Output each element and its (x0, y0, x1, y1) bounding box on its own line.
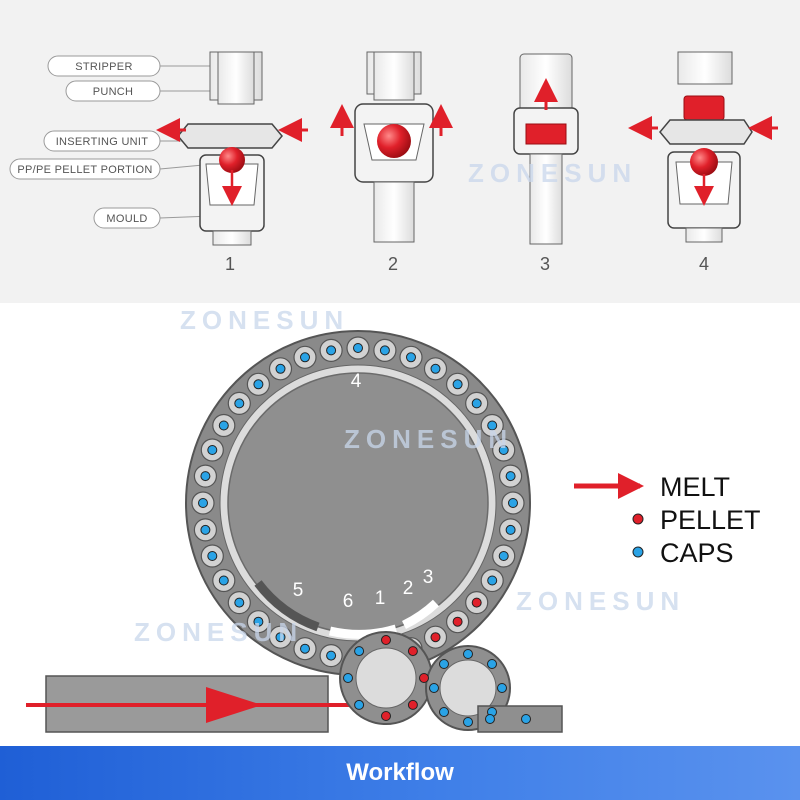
cap-dot (234, 398, 245, 409)
callout-inserting-unit-label: INSERTING UNIT (56, 136, 149, 148)
callout-stripper: STRIPPER (47, 55, 218, 77)
cap-dot (463, 717, 473, 727)
pellet-dot (407, 699, 418, 710)
step-1-illustration: 1 (156, 51, 308, 274)
callout-inserting-unit: INSERTING UNIT (43, 130, 200, 152)
cap-dot (275, 363, 286, 374)
cap-dot (439, 659, 449, 669)
cap-dot (253, 379, 264, 390)
pellet-dot (471, 597, 482, 608)
footer-title: Workflow (346, 759, 454, 786)
cap-dot (354, 646, 365, 657)
station-3: 3 (423, 567, 434, 588)
cap-dot (439, 707, 449, 717)
pellet-dot (430, 632, 441, 643)
callout-pellet-portion-label: PP/PE PELLET PORTION (17, 164, 152, 176)
callout-punch-label: PUNCH (93, 86, 134, 98)
legend-caps: CAPS (660, 538, 734, 568)
cap-dot (207, 551, 218, 561)
cap-dot (253, 616, 264, 627)
legend-caps-icon (632, 546, 644, 558)
rotary-wheel-diagram: 4 5 6 1 2 3 MELT PELLET CAPS ZONESUN ZON… (26, 305, 761, 733)
cap-dot (487, 420, 498, 431)
callout-punch: PUNCH (65, 80, 232, 102)
star-wheel-dots (343, 635, 531, 727)
callout-mould-label: MOULD (106, 213, 147, 225)
cap-dot (379, 345, 390, 356)
cap-dot (497, 683, 507, 693)
step-number-3: 3 (540, 254, 550, 274)
watermark: ZONESUN (516, 586, 685, 616)
step-4-illustration: 4 (628, 51, 778, 274)
process-steps-diagram: STRIPPER PUNCH INSERTING UNIT PP/PE PELL… (9, 51, 778, 274)
watermark: ZONESUN (344, 424, 513, 454)
cap-dot (463, 649, 473, 659)
cap-dot (218, 420, 229, 431)
station-4: 4 (351, 371, 362, 392)
callout-mould: MOULD (93, 207, 213, 229)
process-steps-panel: STRIPPER PUNCH INSERTING UNIT PP/PE PELL… (0, 0, 800, 303)
cap-dot (200, 524, 211, 535)
pellet-dot (419, 673, 429, 683)
cap-dot (326, 650, 337, 661)
callout-pellet-portion: PP/PE PELLET PORTION (9, 158, 215, 180)
cap-dot (505, 471, 516, 482)
cap-dot (198, 498, 208, 508)
step-3-illustration: 3 (513, 53, 579, 274)
pellet-ball (219, 147, 245, 173)
step-number-4: 4 (699, 254, 709, 274)
cap-dot (354, 699, 365, 710)
footer-banner: Workflow (0, 746, 800, 800)
watermark: ZONESUN (134, 617, 303, 647)
cap-dot (487, 659, 497, 669)
cap-dot (200, 471, 211, 482)
legend-pellet: PELLET (660, 505, 761, 535)
cap-dot (343, 673, 353, 683)
cap-dot (508, 498, 518, 508)
rotary-workflow-panel: 4 5 6 1 2 3 MELT PELLET CAPS ZONESUN ZON… (0, 303, 800, 746)
pellet-ball (690, 148, 718, 176)
cap-dot (498, 445, 509, 455)
cap-dot (234, 597, 245, 608)
legend-pellet-icon (632, 513, 644, 525)
cap-dot (521, 714, 531, 724)
pellet-dot (381, 635, 391, 645)
cap-dot (452, 379, 463, 390)
star-wheel-1 (339, 631, 433, 725)
cap-dot (275, 632, 286, 643)
cap-dot (471, 398, 482, 409)
station-1: 1 (375, 588, 386, 609)
pellet-dot (452, 616, 463, 627)
legend-melt: MELT (660, 472, 730, 502)
watermark: ZONESUN (468, 158, 637, 188)
cap-dot (498, 551, 509, 561)
station-6: 6 (343, 591, 354, 612)
cap-dot (505, 524, 516, 535)
melt-arrow (206, 687, 262, 723)
cap-dot (406, 352, 416, 363)
cap-dot (326, 345, 337, 356)
watermark: ZONESUN (180, 305, 349, 335)
pellet-ball (377, 124, 411, 158)
cap-dot (218, 575, 229, 586)
cap-dot (487, 575, 498, 586)
station-5: 5 (293, 580, 304, 601)
step-number-2: 2 (388, 254, 398, 274)
cap-dot (430, 363, 441, 374)
pellet-dot (407, 646, 418, 657)
cap-dot (300, 352, 310, 363)
cap-dot (207, 445, 218, 455)
step-2-illustration: 2 (330, 51, 453, 274)
pellet-dot (381, 711, 391, 721)
cap-dot (429, 683, 439, 693)
cap-dot (485, 714, 495, 724)
legend-melt-icon (618, 473, 644, 499)
callout-stripper-label: STRIPPER (75, 61, 132, 73)
station-2: 2 (403, 578, 414, 599)
cap-dot (353, 343, 363, 353)
cap-dot (300, 643, 310, 654)
legend: MELT PELLET CAPS (574, 472, 761, 568)
step-number-1: 1 (225, 254, 235, 274)
